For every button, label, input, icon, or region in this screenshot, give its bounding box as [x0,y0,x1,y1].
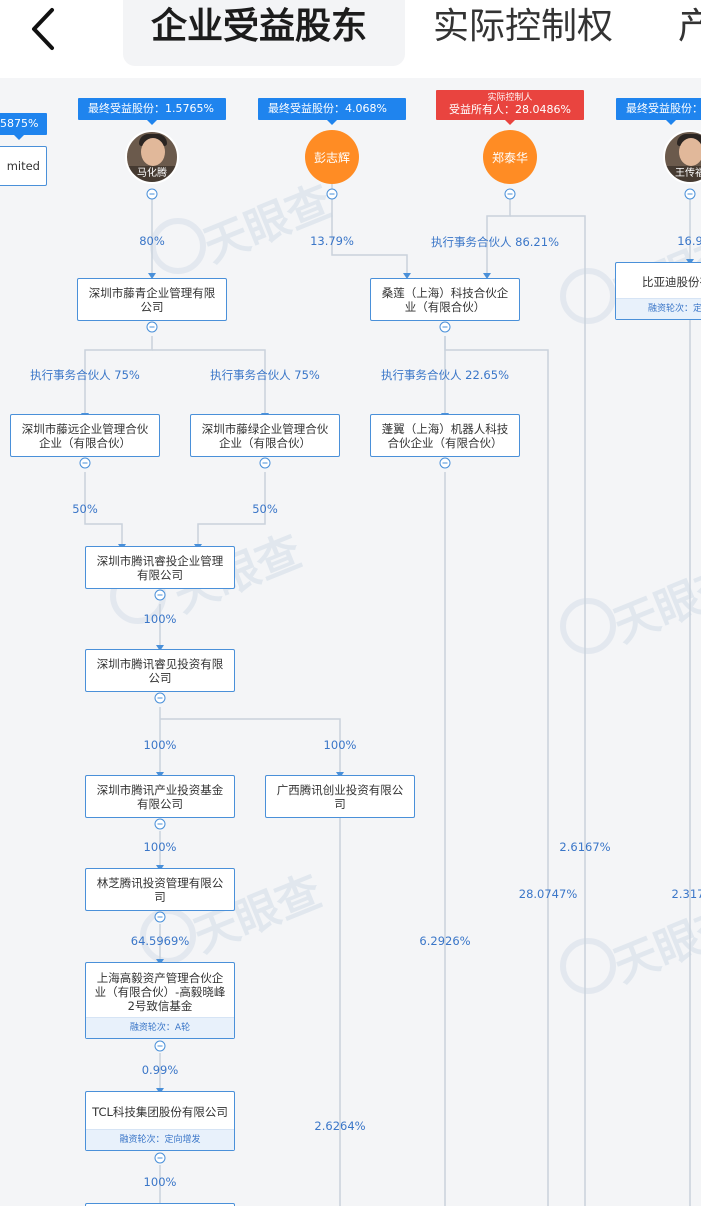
share-tag-peng-zhihui: 最终受益股份：4.068% [258,98,406,125]
edge-label: 100% [143,738,177,752]
share-tag-wang-chuanfu: 最终受益股份： [616,98,701,125]
back-arrow-icon[interactable] [18,6,68,52]
edge-label: 64.5969% [130,934,190,948]
company-name: mited [6,159,40,173]
company-node[interactable]: 深圳市腾讯睿见投资有限公司 [85,649,235,692]
watermark-logo-icon [150,218,206,274]
edge-label: 16.9 [677,234,701,248]
edge-label: 执行事务合伙人 86.21% [430,235,560,249]
edge-label: 100% [143,612,177,626]
edge-label: 6.2926% [419,934,471,948]
company-node[interactable]: 蓬翼（上海）机器人科技合伙企业（有限合伙） [370,414,520,457]
edge-label: 0.99% [141,1063,179,1077]
company-node-partial[interactable] [85,1203,235,1206]
avatar-ma-huateng[interactable]: 马化腾 [125,130,179,184]
financing-round-tag: 融资轮次：定向增发 [86,1129,234,1150]
company-name: 深圳市腾讯睿见投资有限公司 [96,656,224,685]
edge-label: 2.317 [671,887,701,901]
company-node[interactable]: 深圳市藤绿企业管理合伙企业（有限合伙） [190,414,340,457]
top-bar: 企业受益股东 实际控制权 产 [0,0,701,78]
company-name: 桑莲（上海）科技合伙企业（有限合伙） [381,285,509,314]
edge-label: 100% [143,1175,177,1189]
collapse-toggle-icon[interactable] [154,818,166,830]
edge-label: 50% [252,502,278,516]
collapse-toggle-icon[interactable] [79,457,91,469]
edge-label: 执行事务合伙人 22.65% [380,368,510,382]
company-node[interactable]: 深圳市藤青企业管理有限公司 [77,278,227,321]
collapse-toggle-icon[interactable] [684,188,696,200]
collapse-toggle-icon[interactable] [326,188,338,200]
watermark-logo-icon [560,598,616,654]
company-name: 深圳市腾讯睿投企业管理有限公司 [96,553,224,582]
company-node[interactable]: 桑莲（上海）科技合伙企业（有限合伙） [370,278,520,321]
collapse-toggle-icon[interactable] [154,692,166,704]
edge-label: 80% [139,234,165,248]
collapse-toggle-icon[interactable] [439,321,451,333]
tab-actual-control[interactable]: 实际控制权 [433,6,614,47]
collapse-toggle-icon[interactable] [154,911,166,923]
collapse-toggle-icon[interactable] [154,589,166,601]
avatar-wang-chuanfu[interactable]: 王传福 [663,130,701,184]
collapse-toggle-icon[interactable] [439,457,451,469]
company-name: 深圳市藤远企业管理合伙企业（有限合伙） [21,421,149,450]
company-name: 林芝腾讯投资管理有限公司 [96,875,224,904]
edge-label: 2.6167% [559,840,611,854]
edge-label: 100% [323,738,357,752]
company-node[interactable]: 林芝腾讯投资管理有限公司 [85,868,235,911]
avatar-zheng-taihua[interactable]: 郑泰华 [483,130,537,184]
company-node[interactable]: 深圳市腾讯产业投资基金有限公司 [85,775,235,818]
person-name: 马化腾 [127,166,177,182]
share-tag-ma-huateng: 最终受益股份：1.5765% [78,98,226,125]
tab-more[interactable]: 产 [678,6,701,47]
edge-label: 执行事务合伙人 75% [30,368,140,382]
face-shape [679,138,701,166]
company-name: 深圳市藤绿企业管理合伙企业（有限合伙） [201,421,329,450]
company-name: 深圳市腾讯产业投资基金有限公司 [96,782,224,811]
edge-label: 28.0747% [518,887,578,901]
financing-round-tag: 融资轮次：A轮 [86,1017,234,1038]
watermark-logo-icon [140,908,196,964]
share-tag-partial: 5875% [0,113,47,140]
company-name: 上海高毅资产管理合伙企业（有限合伙）-高毅晓峰2号致信基金 [94,970,226,1013]
actual-controller-label: 实际控制人 [487,93,533,103]
active-tab-background [123,0,405,66]
collapse-toggle-icon[interactable] [146,188,158,200]
company-node[interactable]: 深圳市腾讯睿投企业管理有限公司 [85,546,235,589]
watermark-logo-icon [560,938,616,994]
company-node[interactable]: 广西腾讯创业投资有限公司 [265,775,415,818]
company-node[interactable]: 比亚迪股份有 融资轮次：定 [615,262,701,320]
watermark-logo-icon [560,268,616,324]
edge-label: 执行事务合伙人 75% [210,368,320,382]
company-name: 广西腾讯创业投资有限公司 [276,782,404,811]
collapse-toggle-icon[interactable] [146,321,158,333]
person-name: 王传福 [665,166,701,182]
company-node[interactable]: 深圳市藤远企业管理合伙企业（有限合伙） [10,414,160,457]
company-node[interactable]: 上海高毅资产管理合伙企业（有限合伙）-高毅晓峰2号致信基金 融资轮次：A轮 [85,962,235,1039]
financing-round-tag: 融资轮次：定 [616,298,701,319]
collapse-toggle-icon[interactable] [504,188,516,200]
edge-label: 50% [72,502,98,516]
equity-graph[interactable]: 天眼查 天眼查 天眼查 天眼查 天眼查 天眼查 [0,78,701,1206]
company-name: 比亚迪股份有 [642,275,701,289]
company-name: 深圳市藤青企业管理有限公司 [88,285,216,314]
beneficial-owner-label: 受益所有人：28.0486% [449,103,571,116]
edge-label: 100% [143,840,177,854]
connector-lines [81,149,694,1206]
share-tag-zheng-taihua: 实际控制人 受益所有人：28.0486% [436,90,584,125]
edge-label: 2.6264% [314,1119,366,1133]
avatar-peng-zhihui[interactable]: 彭志辉 [305,130,359,184]
collapse-toggle-icon[interactable] [154,1040,166,1052]
collapse-toggle-icon[interactable] [154,1152,166,1164]
tab-beneficial-shareholders[interactable]: 企业受益股东 [151,6,368,47]
company-node-partial[interactable]: mited [0,146,47,186]
edge-label: 13.79% [310,234,354,248]
collapse-toggle-icon[interactable] [259,457,271,469]
face-shape [141,138,165,166]
company-node[interactable]: TCL科技集团股份有限公司 融资轮次：定向增发 [85,1091,235,1151]
company-name: 蓬翼（上海）机器人科技合伙企业（有限合伙） [381,421,509,450]
company-name: TCL科技集团股份有限公司 [92,1105,228,1119]
